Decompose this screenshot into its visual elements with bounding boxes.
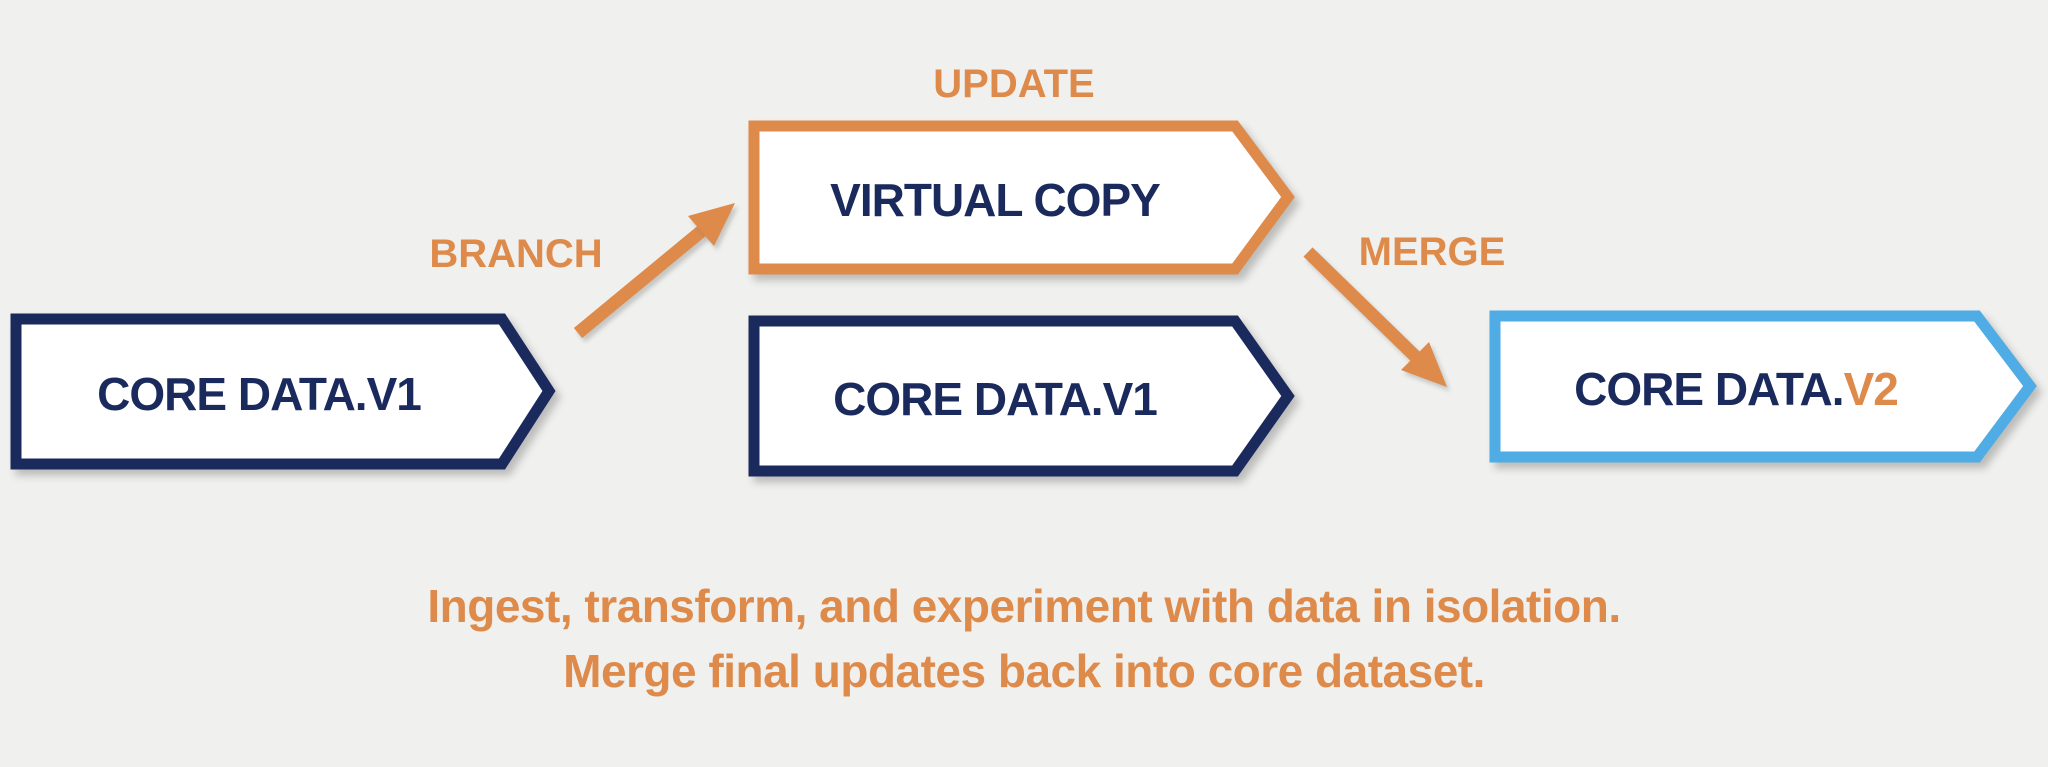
virtual-copy-label: VIRTUAL COPY [830,174,1160,226]
caption-line-2: Merge final updates back into core datas… [563,645,1485,697]
merge-arrow-head-icon [1401,342,1447,387]
core-data-v1-unchanged-label: CORE DATA.V1 [833,373,1157,425]
core-data-v1-unchanged-box [748,315,1295,477]
core-data-v1-source-node: CORE DATA.V1 [10,313,556,470]
core-data-v2-node: CORE DATA.V2 [1489,310,2037,463]
caption: Ingest, transform, and experiment with d… [427,580,1621,697]
core-data-v1-source-label: CORE DATA.V1 [97,368,421,420]
merge-label: MERGE [1359,230,1506,274]
virtual-copy-box [748,120,1295,275]
branch-arrow [573,203,735,339]
core-data-v1-unchanged-node: CORE DATA.V1 [748,315,1295,477]
core-data-v2-label: CORE DATA.V2 [1574,363,1898,415]
virtual-copy-node: VIRTUAL COPY [748,120,1295,275]
core-data-v2-box [1489,310,2037,463]
branch-arrow-shaft [573,223,709,339]
core-data-v2-label-base: CORE DATA. [1574,363,1843,415]
core-data-v1-source-box [10,313,556,470]
branch-label: BRANCH [429,232,602,276]
merge-arrow-shaft [1303,247,1423,364]
branch-arrow-head-icon [688,203,735,246]
core-data-v2-label-version: V2 [1844,363,1898,415]
update-label: UPDATE [933,62,1094,106]
caption-line-1: Ingest, transform, and experiment with d… [427,580,1620,632]
merge-arrow [1303,247,1447,387]
